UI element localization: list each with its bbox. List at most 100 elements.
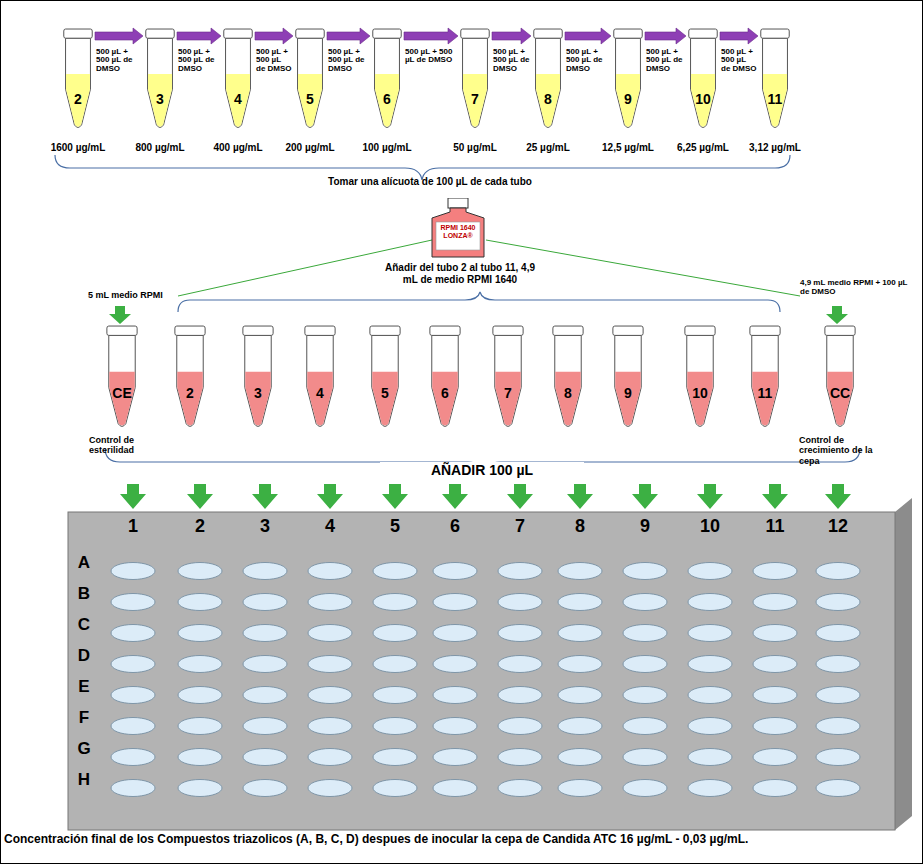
concentration: 100 µg/mL <box>347 142 427 153</box>
green-arrow <box>120 484 146 509</box>
edge-label: 500 µL + 500 µL de DMSO <box>256 48 292 73</box>
well <box>753 625 797 642</box>
tube-cap <box>685 326 715 335</box>
column-number: 5 <box>375 516 415 537</box>
tube-body <box>752 335 778 426</box>
column-number: 4 <box>310 516 350 537</box>
well <box>308 687 352 704</box>
tube-cap <box>305 326 335 335</box>
tube-body <box>307 335 333 426</box>
green-arrow <box>632 484 658 509</box>
tube-body <box>615 335 641 426</box>
well <box>373 687 417 704</box>
well <box>498 687 542 704</box>
green-arrow <box>507 484 533 509</box>
row-letter: A <box>72 553 96 573</box>
tube-shape <box>823 325 857 429</box>
tube-cap <box>243 326 273 335</box>
column-number: 1 <box>113 516 153 537</box>
well <box>688 594 732 611</box>
green-arrow <box>697 484 723 509</box>
well <box>308 780 352 797</box>
well <box>688 656 732 673</box>
concentration: 200 µg/mL <box>270 142 350 153</box>
well <box>243 718 287 735</box>
edge-label: 500 µL + 500 µL de DMSO <box>721 48 757 73</box>
tube-number: 10 <box>683 385 717 401</box>
tube-shape <box>368 325 402 429</box>
tube: 6 <box>428 325 462 429</box>
tube-shape <box>459 28 491 130</box>
dilution-arrow <box>565 28 611 44</box>
tube-body <box>245 335 271 426</box>
green-arrow <box>567 484 593 509</box>
green-arrow <box>109 306 131 324</box>
arrow-shape <box>177 28 221 44</box>
well <box>498 780 542 797</box>
tube: 11 <box>748 325 782 429</box>
tube-body <box>827 335 853 426</box>
well <box>498 718 542 735</box>
well <box>111 563 155 580</box>
well <box>373 625 417 642</box>
well <box>498 594 542 611</box>
well <box>623 687 667 704</box>
tube-cap <box>750 326 780 335</box>
arrow-shape <box>255 28 293 44</box>
well <box>816 718 860 735</box>
well <box>243 687 287 704</box>
well <box>558 594 602 611</box>
well <box>753 656 797 673</box>
bottle-body <box>432 208 484 257</box>
tube-number: 4 <box>303 385 337 401</box>
well <box>688 749 732 766</box>
arrow-shape <box>327 28 370 44</box>
well <box>558 749 602 766</box>
well <box>623 749 667 766</box>
well <box>433 563 477 580</box>
concentration: 3,12 µg/mL <box>735 142 815 153</box>
well <box>816 749 860 766</box>
note: 4,9 mL medio RPMI + 100 µL de DMSO <box>800 278 915 296</box>
tube-number: 4 <box>222 91 254 107</box>
well <box>111 687 155 704</box>
tube-body <box>432 335 458 426</box>
tube: 5200 µg/mL <box>294 28 326 130</box>
column-number: 3 <box>245 516 285 537</box>
concentration: 12,5 µg/mL <box>588 142 668 153</box>
control-caption: Control de esterilidad <box>89 435 149 456</box>
tube-cap <box>430 326 460 335</box>
tube: 7 <box>491 325 525 429</box>
well <box>178 625 222 642</box>
tube-shape <box>173 325 207 429</box>
concentration: 25 µg/mL <box>508 142 588 153</box>
tube-body <box>226 38 251 127</box>
tube-body <box>495 335 521 426</box>
well <box>243 625 287 642</box>
well <box>433 749 477 766</box>
green-arrow <box>762 484 788 509</box>
control-caption: Control de crecimiento de la cepa <box>799 435 879 466</box>
well <box>433 780 477 797</box>
well <box>688 687 732 704</box>
tube-number: 7 <box>491 385 525 401</box>
well <box>308 594 352 611</box>
tube: 2 <box>173 325 207 429</box>
tube-body <box>536 38 561 127</box>
row-letter: H <box>72 770 96 790</box>
green-arrow <box>826 306 848 324</box>
well <box>178 780 222 797</box>
well <box>178 687 222 704</box>
tube-shape <box>532 28 564 130</box>
well <box>178 718 222 735</box>
green-arrow <box>252 484 278 509</box>
tube-number: 2 <box>62 91 94 107</box>
well <box>243 563 287 580</box>
tube-cap <box>64 29 92 38</box>
well <box>433 718 477 735</box>
well-plate <box>68 512 895 830</box>
row-letter: B <box>72 584 96 604</box>
dilution-arrow <box>255 28 293 44</box>
well <box>373 718 417 735</box>
